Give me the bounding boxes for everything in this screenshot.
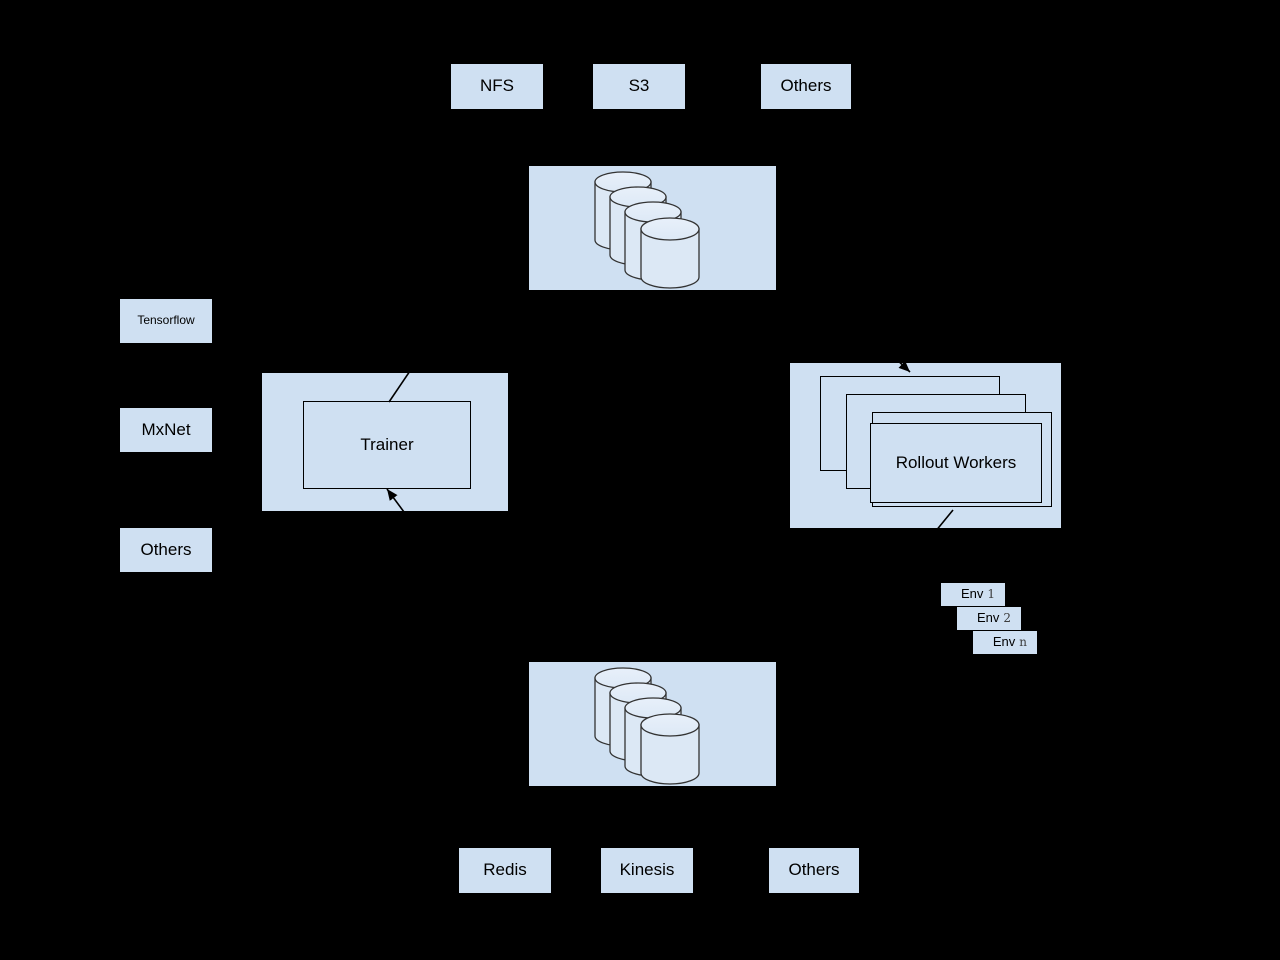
trainer-panel[interactable]: Trainer — [262, 373, 508, 511]
storage-node-s3-label: S3 — [628, 76, 650, 96]
trainer-box[interactable]: Trainer — [303, 401, 471, 489]
rollout-worker-card-front[interactable]: Rollout Workers — [870, 423, 1042, 503]
queue-node-kinesis[interactable]: Kinesis — [601, 848, 693, 893]
storage-node-nfs[interactable]: NFS — [451, 64, 543, 109]
framework-node-tensorflow-label: Tensorflow — [137, 313, 195, 328]
env-node-2-label: Env — [976, 610, 1000, 626]
env-node-n-index: n — [1019, 634, 1027, 649]
queue-node-redis[interactable]: Redis — [459, 848, 551, 893]
framework-node-others-label: Others — [140, 539, 192, 559]
env-node-1-label: Env — [960, 586, 984, 602]
framework-node-mxnet-label: MxNet — [141, 419, 191, 439]
framework-node-others[interactable]: Others — [120, 528, 212, 572]
env-node-n-label: Env — [992, 634, 1016, 650]
queue-node-kinesis-label: Kinesis — [619, 860, 675, 880]
trainer-label: Trainer — [360, 434, 414, 454]
queue-node-redis-label: Redis — [483, 860, 527, 880]
env-node-1-index: 1 — [987, 586, 995, 601]
storage-node-others[interactable]: Others — [761, 64, 851, 109]
framework-node-tensorflow[interactable]: Tensorflow — [120, 299, 212, 343]
rollout-workers-panel[interactable]: Rollout Workers — [790, 363, 1061, 528]
framework-node-mxnet[interactable]: MxNet — [120, 408, 212, 452]
env-node-2-index: 2 — [1003, 610, 1011, 625]
storage-node-s3[interactable]: S3 — [593, 64, 685, 109]
upper-data-store-panel[interactable] — [529, 166, 776, 290]
queue-node-others-label: Others — [788, 860, 840, 880]
lower-data-store-panel[interactable] — [529, 662, 776, 786]
queue-node-others[interactable]: Others — [769, 848, 859, 893]
storage-node-others-label: Others — [780, 76, 832, 96]
storage-node-nfs-label: NFS — [480, 76, 514, 96]
rollout-workers-label: Rollout Workers — [895, 453, 1017, 472]
